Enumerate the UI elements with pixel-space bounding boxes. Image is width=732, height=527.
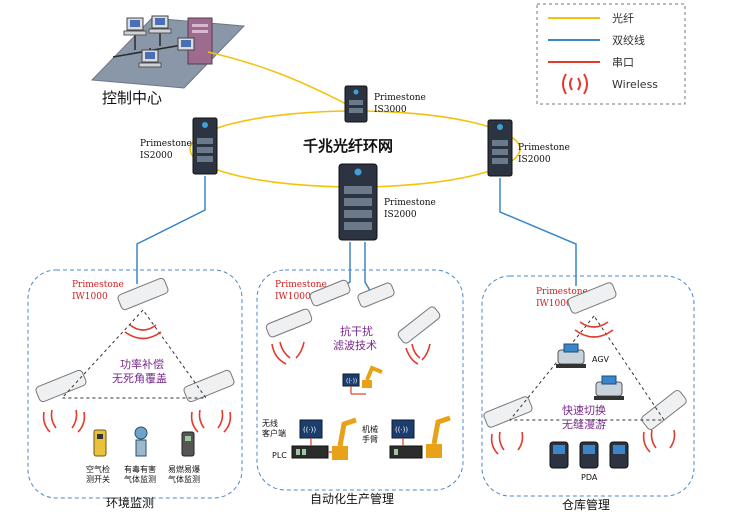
control-center: 控制中心	[90, 15, 246, 107]
zone-environment: Primestone IW1000 功率补偿 无死角覆盖	[27, 269, 243, 510]
env-ap-name: Primestone	[72, 280, 124, 290]
auto-robot-line1: 机械	[362, 424, 378, 434]
access-point-icon	[641, 390, 687, 430]
warehouse-feature-line2: 无缝漫游	[562, 417, 606, 431]
auto-ap-name: Primestone	[275, 280, 327, 290]
air-sensor-icon	[93, 429, 107, 457]
zone-env-title: 环境监测	[106, 495, 154, 510]
fiber-uplink	[207, 51, 347, 105]
env-sensor-2-line2: 气体监测	[124, 474, 156, 484]
control-center-label: 控制中心	[102, 89, 162, 107]
switch-left-name: Primestone	[140, 139, 192, 149]
svg-text:((·)): ((·))	[395, 426, 408, 434]
zone-auto-title: 自动化生产管理	[310, 491, 394, 506]
warehouse-coverage-triangle	[508, 315, 665, 421]
agv-icon	[594, 375, 624, 400]
switch-center-name: Primestone	[384, 198, 436, 208]
wireless-icon	[490, 321, 676, 455]
switch-center-model: IS2000	[384, 210, 417, 220]
warehouse-ap-name: Primestone	[536, 287, 588, 297]
legend-twisted-pair-label: 双绞线	[612, 33, 645, 47]
zone-auto-border	[256, 269, 464, 491]
access-point-icon	[309, 279, 351, 307]
switch-left: Primestone IS2000	[140, 117, 218, 175]
switch-right: Primestone IS2000	[487, 119, 570, 177]
auto-ap-model: IW1000	[275, 292, 311, 302]
legend: 光纤 双绞线 串口 Wireless	[536, 3, 686, 105]
warehouse-agv-label: AGV	[592, 355, 610, 364]
switch-right-name: Primestone	[518, 143, 570, 153]
switch-center: Primestone IS2000	[338, 163, 436, 241]
env-sensor-3-line1: 易燃易爆	[168, 464, 200, 474]
warehouse-ap-model: IW1000	[536, 299, 572, 309]
gas-sensor-icon	[134, 426, 148, 457]
ring-label: 千兆光纤环网	[303, 137, 393, 155]
legend-box	[536, 3, 686, 105]
access-point-icon	[35, 369, 87, 403]
auto-client-line2: 客户端	[262, 428, 286, 438]
agv-icon	[556, 343, 586, 368]
access-point-icon	[183, 369, 235, 403]
robot-arm-icon	[426, 415, 451, 458]
legend-wireless-label: Wireless	[612, 78, 658, 91]
svg-text:((·)): ((·))	[346, 378, 357, 385]
auto-client-line1: 无线	[262, 418, 278, 428]
switch-top-name: Primestone	[374, 93, 426, 103]
auto-robot-line2: 手臂	[362, 434, 378, 444]
zone-warehouse-title: 仓库管理	[562, 497, 610, 512]
auto-feature-line1: 抗干扰	[340, 324, 373, 338]
access-point-icon	[567, 282, 617, 314]
server-icon	[177, 17, 213, 65]
computer-icon	[138, 49, 162, 68]
computer-icon	[123, 17, 147, 36]
switch-top: Primestone IS3000	[344, 85, 426, 123]
wireless-icon	[271, 341, 431, 365]
env-sensor-1-line2: 测开关	[86, 474, 110, 484]
wireless-client-icon: ((·))	[299, 419, 323, 439]
warehouse-pda-label: PDA	[581, 473, 598, 482]
env-ap-model: IW1000	[72, 292, 108, 302]
zone-warehouse: Primestone IW1000 AGV	[481, 275, 695, 512]
pda-icon	[609, 441, 629, 469]
env-sensor-2-line1: 有毒有害	[124, 464, 156, 474]
env-sensor-3-line2: 气体监测	[168, 474, 200, 484]
wireless-icon	[42, 324, 232, 433]
switch-left-model: IS2000	[140, 151, 173, 161]
zone-automation: Primestone IW1000 抗干扰 滤波技术 ((·))	[256, 269, 464, 506]
access-point-icon	[265, 308, 313, 338]
plc-icon	[389, 445, 423, 459]
warehouse-feature-line1: 快速切换	[562, 403, 606, 417]
auto-plc-label: PLC	[272, 451, 287, 460]
wireless-client-icon: ((·))	[342, 373, 360, 387]
auto-feature-line2: 滤波技术	[333, 339, 377, 352]
pda-icon	[579, 441, 599, 469]
robot-arm-icon	[362, 365, 383, 388]
zone-env-border	[27, 269, 243, 499]
zone-warehouse-border	[481, 275, 695, 497]
plc-icon	[291, 445, 329, 459]
robot-arm-icon	[332, 417, 357, 460]
env-sensor-1-line1: 空气检	[86, 464, 110, 474]
computer-icon	[148, 15, 172, 34]
legend-serial-label: 串口	[612, 56, 634, 69]
gas-detector-icon	[181, 431, 195, 457]
access-point-icon	[357, 282, 395, 308]
svg-text:((·)): ((·))	[303, 426, 316, 434]
access-point-icon	[117, 277, 169, 311]
access-point-icon	[397, 306, 441, 344]
env-feature-line2: 无死角覆盖	[112, 371, 167, 385]
env-feature-line1: 功率补偿	[120, 357, 164, 371]
wireless-client-icon: ((·))	[391, 419, 415, 439]
legend-wireless-icon	[562, 73, 588, 95]
switch-top-model: IS3000	[374, 105, 407, 115]
pda-icon	[549, 441, 569, 469]
switch-right-model: IS2000	[518, 155, 551, 165]
legend-fiber-label: 光纤	[612, 11, 634, 25]
